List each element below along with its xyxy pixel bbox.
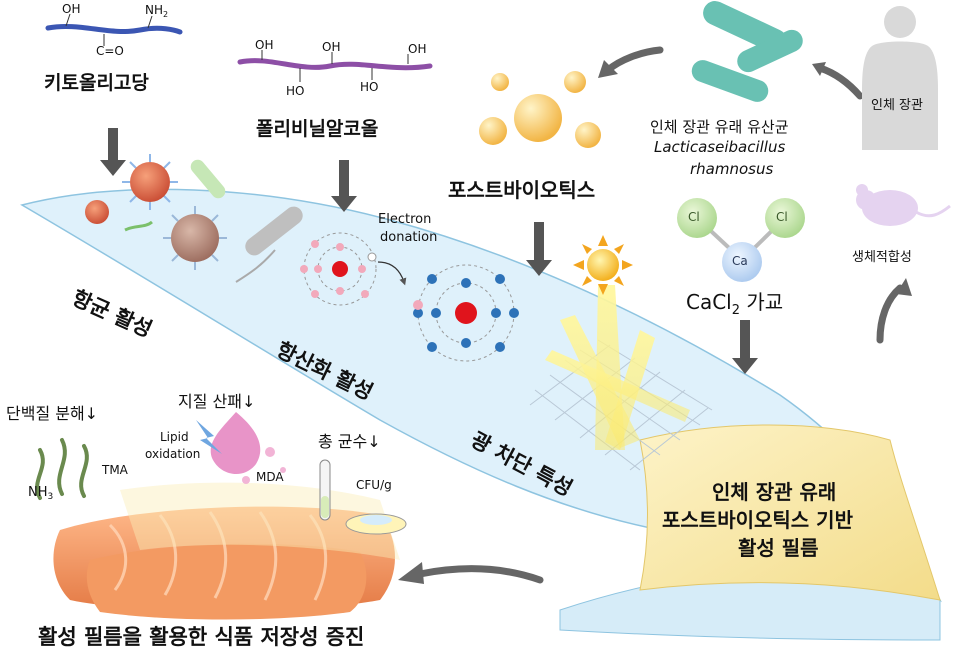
oh-label-1: OH — [62, 2, 81, 16]
nh3-label: NH3 — [28, 485, 53, 502]
cl-label-2: Cl — [776, 210, 788, 224]
light-beams — [545, 285, 690, 450]
film-fold — [639, 424, 941, 601]
pva-ho-2: HO — [360, 80, 379, 94]
lab-desc: 인체 장관 유래 유산균 — [650, 118, 789, 136]
electron-donation-l1: Electron — [378, 212, 432, 227]
lactobacillus-cells — [691, 1, 803, 102]
count-label: 총 균수↓ — [318, 432, 381, 451]
pathogens — [85, 154, 303, 283]
nh2-label: NH2 — [145, 3, 168, 19]
mouse-icon — [856, 184, 951, 226]
mda-label: MDA — [256, 470, 284, 484]
human-gut-label: 인체 장관 — [871, 98, 923, 113]
sun-icon — [573, 235, 633, 295]
lipid-ox-l1: Lipid — [160, 430, 189, 444]
chitosan-chain — [45, 13, 183, 46]
flow-arrows — [100, 128, 758, 374]
film-title-l2: 포스트바이오틱스 기반 — [662, 508, 853, 532]
lipid-ox-l2: oxidation — [145, 447, 201, 461]
conclusion-label: 활성 필름을 활용한 식품 저장성 증진 — [38, 625, 365, 649]
biocompat-label: 생체적합성 — [852, 250, 912, 265]
pva-oh-3: OH — [408, 42, 427, 56]
postbiotics-label: 포스트바이오틱스 — [448, 178, 596, 202]
salmon-fillets — [53, 506, 395, 620]
cacl2-label: CaCl2 가교 — [686, 286, 783, 318]
pva-label: 폴리비닐알코올 — [256, 118, 379, 140]
pva-oh-1: OH — [255, 38, 274, 52]
species-line2: rhamnosus — [690, 160, 774, 178]
curved-arrow-heads — [398, 60, 912, 584]
co-label: C=O — [96, 44, 124, 58]
cfu-label: CFU/g — [356, 478, 392, 492]
stable-atom — [413, 264, 519, 362]
human-silhouette-icon — [862, 6, 938, 150]
radical-atom — [300, 232, 377, 306]
species-line1: Lacticaseibacillus — [654, 138, 786, 156]
protein-label: 단백질 분해↓ — [6, 404, 99, 423]
lipid-label: 지질 산패↓ — [178, 392, 256, 411]
petri-dish-icon — [345, 513, 407, 535]
ca-label: Ca — [732, 254, 748, 268]
lipid-droplet-icon — [196, 412, 286, 484]
cacl2-prefix: CaCl — [686, 290, 732, 314]
film-title-l3: 활성 필름 — [738, 536, 819, 560]
electron-donation-l2: donation — [380, 230, 438, 245]
cacl2-sub: 2 — [731, 303, 741, 318]
volatile-wavy-arrows — [35, 438, 89, 500]
pva-oh-2: OH — [322, 40, 341, 54]
cacl2-molecule — [677, 198, 805, 282]
chitosan-label: 키토올리고당 — [44, 72, 149, 94]
pva-chain — [237, 50, 433, 82]
postbiotic-particles — [479, 71, 601, 148]
tma-label: TMA — [102, 463, 128, 477]
pva-ho-1: HO — [286, 84, 305, 98]
electron-donation-arrow — [377, 261, 407, 286]
film-title-l1: 인체 장관 유래 — [712, 480, 837, 504]
test-tube-icon — [319, 459, 331, 521]
cacl2-suffix: 가교 — [740, 290, 784, 314]
cl-label-1: Cl — [688, 210, 700, 224]
